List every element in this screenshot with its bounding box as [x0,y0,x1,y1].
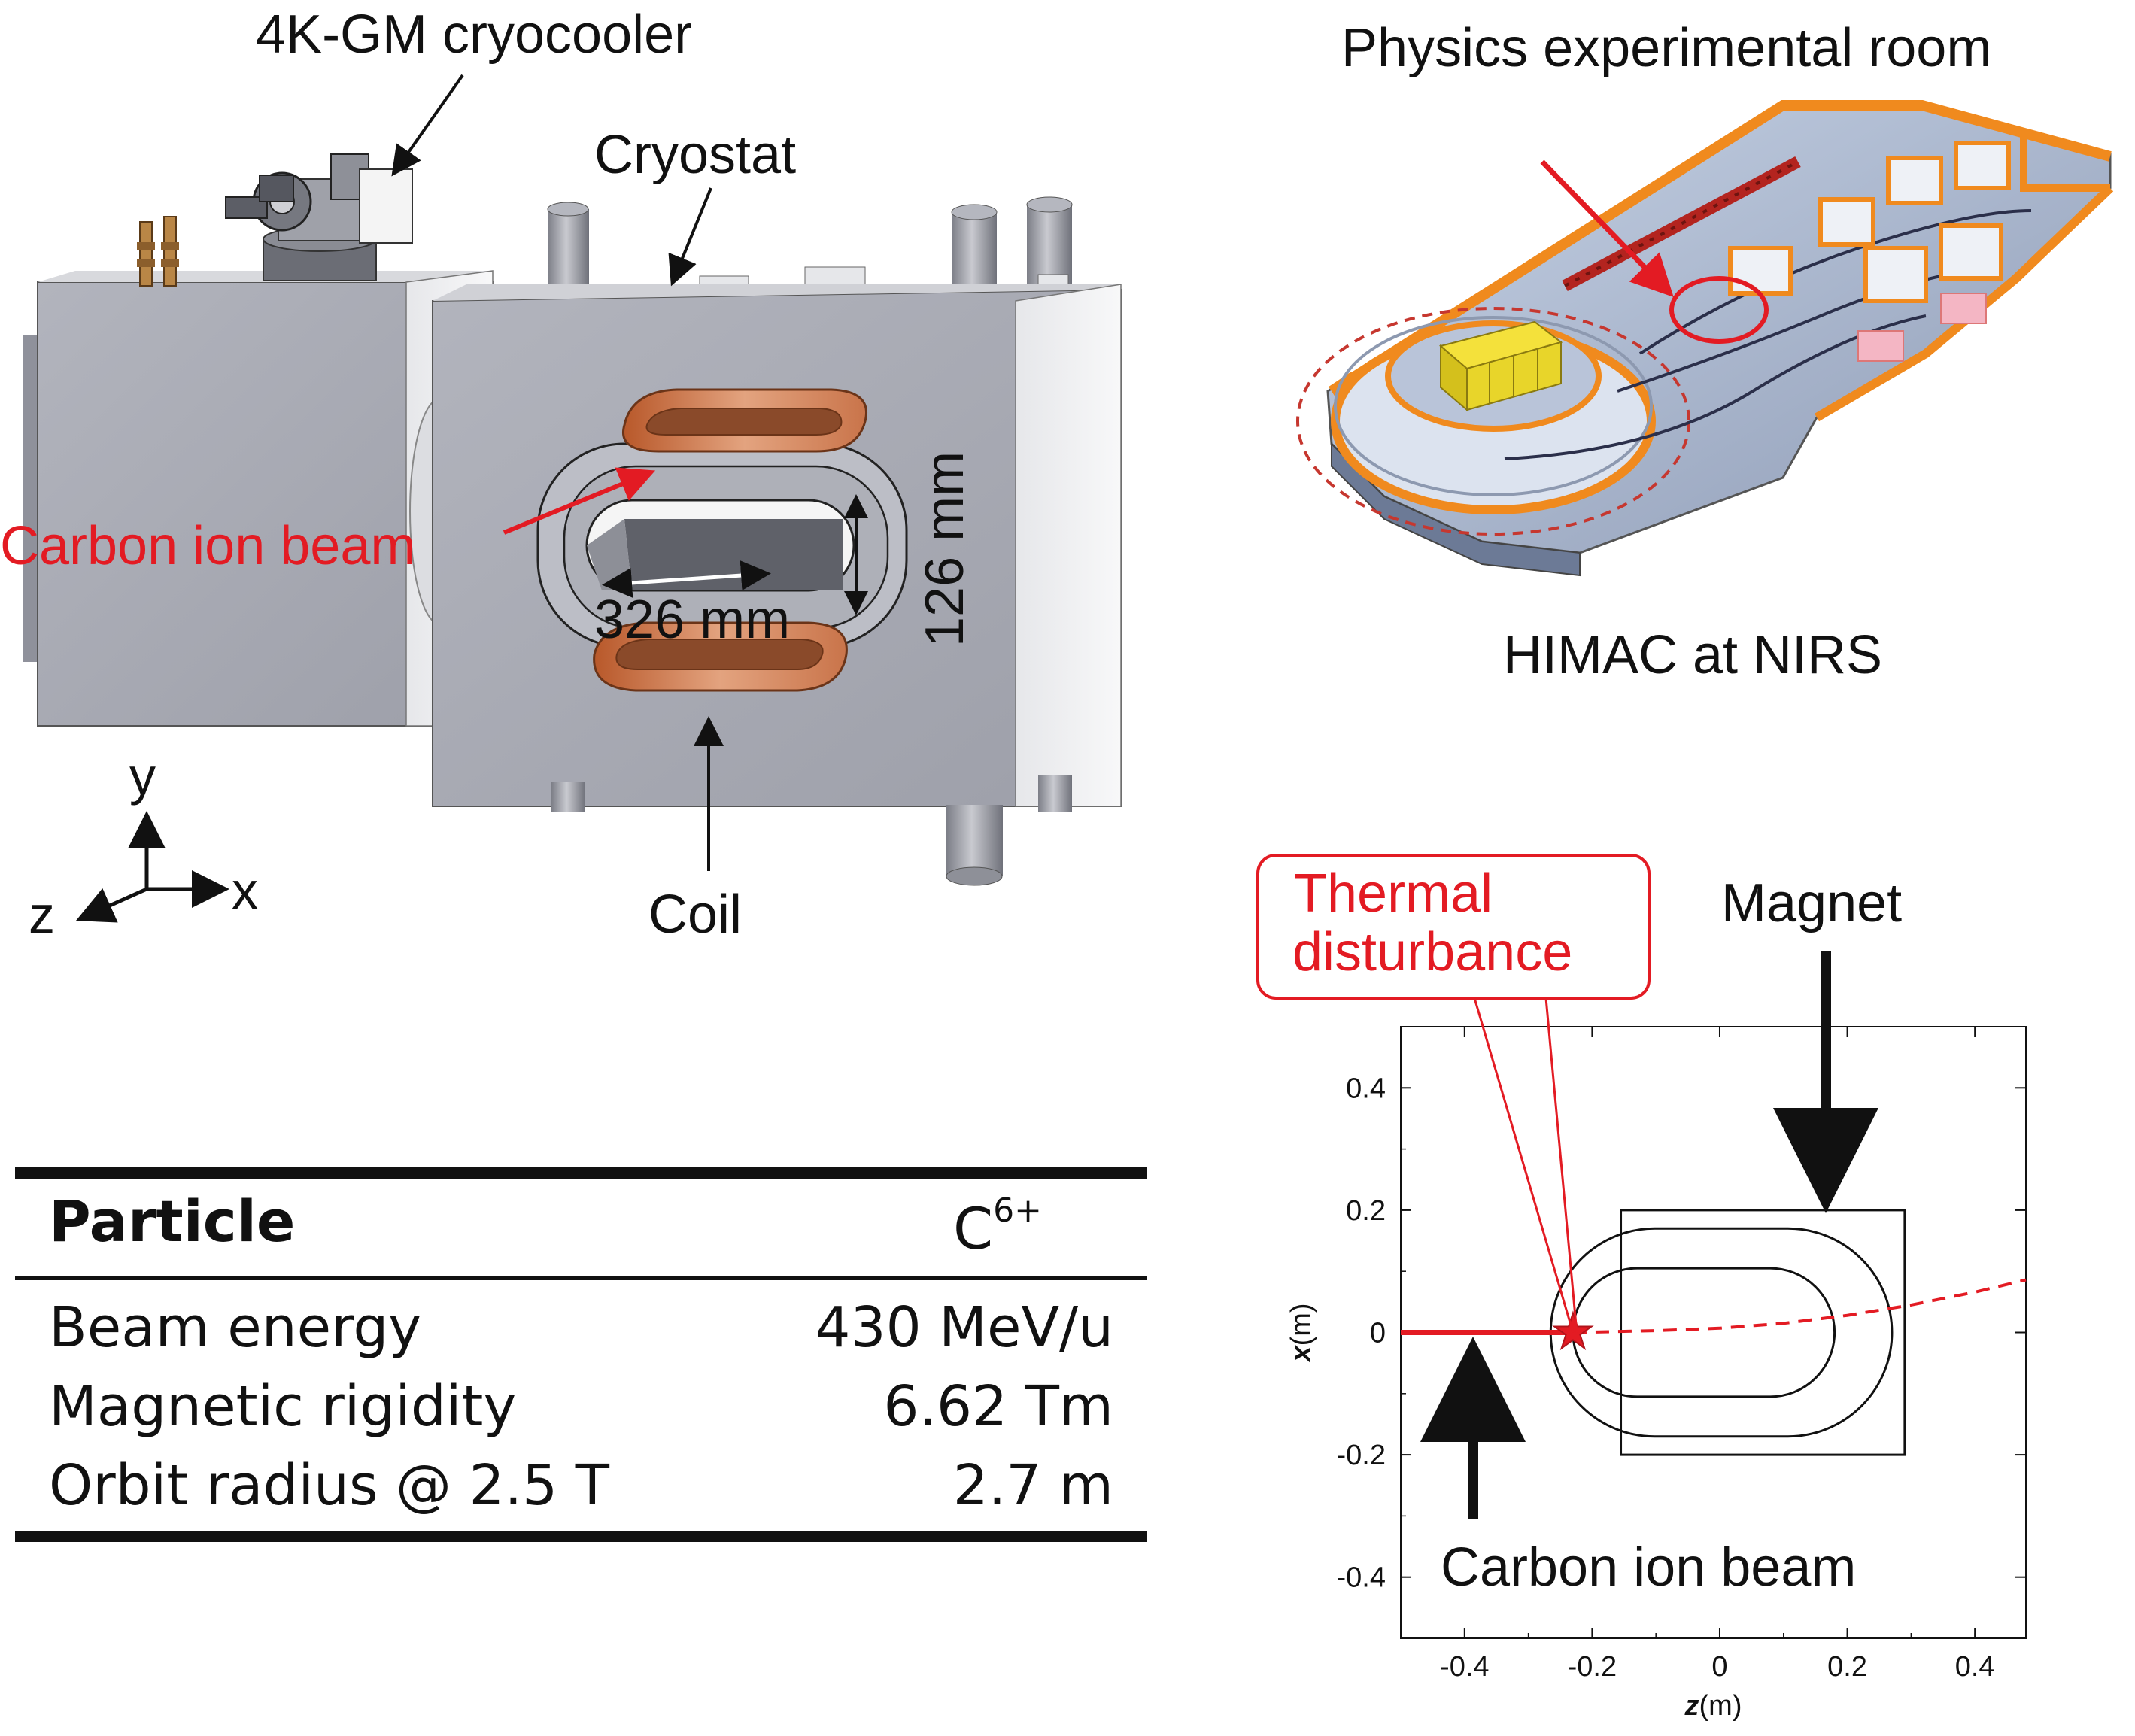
particle-charge: 6+ [993,1191,1042,1230]
beam-deflected-line [1572,1278,2027,1334]
thermal-callout-box [1256,854,1651,1000]
x-tick-label: 0 [1711,1651,1727,1683]
thermal-label-line1: Thermal [1294,863,1493,924]
table-row-label: Beam energy [49,1295,421,1360]
coil-label: Coil [648,885,742,945]
beam-arrow-red [503,467,656,535]
thermal-leader-line-right [1544,997,1578,1333]
thermal-label-line2: disturbance [1292,922,1572,982]
cryocooler-arrow [391,74,464,177]
z-axis-arrow [75,887,148,923]
beam-label-red: Carbon ion beam [0,516,415,576]
current-leads [137,216,179,287]
height-label: 126 mm [915,451,975,647]
table-row-value: 430 MeV/u [815,1295,1113,1360]
table-row-value: 6.62 Tm [883,1374,1113,1439]
beam-label-black: Carbon ion beam [1441,1537,1856,1598]
x-axis-title-unit: (m) [1699,1690,1742,1722]
width-dimension-arrow [602,560,771,598]
parameter-table: Particle C6+ Beam energy 430 MeV/uMagneti… [15,1167,1147,1542]
table-row-label: Magnetic rigidity [49,1374,516,1439]
y-tick-label: 0 [1370,1318,1386,1349]
cryocooler-label: 4K-GM cryocooler [256,5,692,65]
table-bottom-rule [15,1531,1147,1542]
y-axis-title-var: x [1286,1345,1317,1364]
particle-symbol: C [953,1195,993,1262]
magnet-label: Magnet [1721,873,1902,933]
y-tick-label: -0.4 [1337,1562,1386,1594]
shield-blocks [1438,320,1563,412]
coil-inner-outline [1572,1267,1836,1398]
axes-triad: y x z [29,747,258,944]
y-tick-label: 0.2 [1346,1195,1386,1227]
cryocooler [225,153,413,281]
x-axis-label: x [232,861,258,920]
z-axis-label: z [29,885,55,944]
room-highlight-circle [1669,276,1769,344]
x-axis-title: z(m) [1684,1690,1742,1722]
magnet-outline [1620,1209,1906,1456]
room-label: Physics experimental room [1341,18,1991,78]
x-tick-label: 0.4 [1955,1651,1995,1683]
cryostat-arrow [668,187,712,287]
left-cryostat-box [23,270,494,727]
width-label: 326 mm [594,590,790,650]
thermal-leader-line-left [1473,997,1575,1333]
table-row-label: Orbit radius @ 2.5 T [49,1453,610,1518]
magnet-3d-illustration: 4K-GM cryocooler Cryostat Carbon ion bea… [0,5,1122,945]
y-axis-title-unit: (m) [1286,1303,1317,1346]
main-cryostat-box [432,196,1122,886]
table-header-label: Particle [49,1188,295,1255]
x-tick-label: -0.2 [1568,1651,1617,1683]
x-axis-title-var: z [1684,1690,1699,1722]
table-row-value: 2.7 m [953,1453,1113,1518]
y-tick-label: -0.2 [1337,1440,1386,1471]
y-axis-title: x(m) [1286,1303,1317,1363]
table-top-rule [15,1167,1147,1179]
facility-illustration: Physics experimental room HIMAC at NIRS [1296,18,2114,685]
table-header-rule [15,1276,1147,1280]
y-axis-label: y [129,747,156,806]
cryostat-label: Cryostat [594,125,796,185]
x-tick-label: -0.4 [1440,1651,1489,1683]
facility-label: HIMAC at NIRS [1503,625,1882,685]
x-tick-label: 0.2 [1827,1651,1867,1683]
room-arrow [1540,159,1674,298]
table-header-value: C6+ [953,1191,1042,1262]
y-tick-label: 0.4 [1346,1073,1386,1104]
